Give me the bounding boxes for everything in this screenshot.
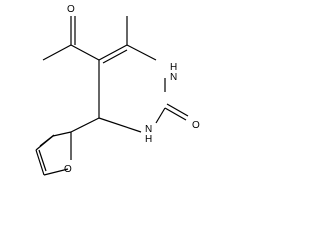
atom-nh-lower-n: N (145, 124, 152, 135)
bond-acetyl-c5 (70, 44, 100, 61)
bond-c2-o-double (166, 103, 189, 117)
bond-furan-c3-c2 (52, 131, 72, 137)
atom-nh-lower-h: H (145, 134, 152, 145)
bond-c5-c6 (98, 44, 128, 61)
atom-carbonyl-oxygen: O (192, 120, 200, 131)
bond-c2-o (164, 107, 187, 121)
bond-furan-double-inner-2 (38, 149, 47, 172)
bond-furan-double-inner (39, 134, 55, 147)
atom-nh-upper-n: N (170, 72, 177, 83)
atom-acetyl-oxygen: O (67, 4, 75, 15)
bond-c2-n3 (155, 107, 166, 124)
molecule-drawing: O H N N H O O (35, 4, 200, 176)
bond-furan-o-c5 (43, 168, 69, 176)
structure-diagram: O H N N H O O (0, 0, 213, 180)
bond-c6-n1 (126, 44, 157, 61)
bond-furan-c5-c4 (35, 149, 45, 176)
bond-c4-furan (70, 117, 100, 133)
bond-methyl-acetyl (42, 44, 72, 61)
bond-c5-c6-double (102, 49, 128, 64)
bond-n3-c4 (98, 117, 142, 133)
atom-nh-upper-h: H (170, 62, 177, 73)
atom-furan-oxygen: O (64, 164, 72, 175)
